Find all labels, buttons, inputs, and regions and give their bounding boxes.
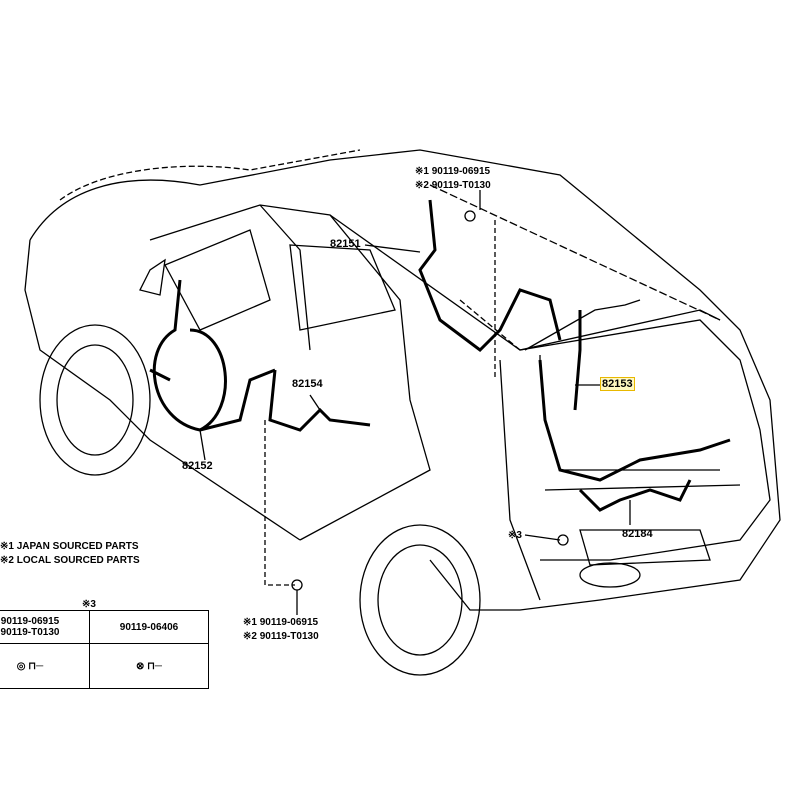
floor-bolt-part-1: ※1 90119-06915: [243, 617, 319, 628]
ref-3-callout: ※3: [508, 530, 522, 541]
table-col-2: 90119-06406: [89, 610, 209, 644]
table-part-t0130: 90119-T0130: [0, 627, 60, 638]
part-label-82153[interactable]: 82153: [600, 377, 635, 391]
part-label-82184[interactable]: 82184: [622, 528, 653, 540]
part-label-82152[interactable]: 82152: [182, 460, 213, 472]
bolt-icon-2: ⊗ ⊓─: [89, 643, 209, 689]
legend-local-sourced: ※2 LOCAL SOURCED PARTS: [0, 555, 140, 566]
floor-bolt-part-2: ※2 90119-T0130: [243, 631, 319, 642]
part-label-82154[interactable]: 82154: [292, 378, 323, 390]
part-label-82151[interactable]: 82151: [330, 238, 361, 250]
bolt-icon-1: ◎ ⊓─: [0, 643, 90, 689]
bolt-parts-table: 90119-06915 90119-T0130 90119-06406 ◎ ⊓─…: [0, 610, 209, 689]
table-part-06915: 90119-06915: [0, 616, 60, 627]
table-col-1: 90119-06915 90119-T0130: [0, 610, 90, 644]
table-title: ※3: [82, 599, 96, 610]
roof-bolt-part-2: ※2 90119-T0130: [415, 180, 491, 191]
roof-bolt-part-1: ※1 90119-06915: [415, 166, 491, 177]
legend-japan-sourced: ※1 JAPAN SOURCED PARTS: [0, 541, 139, 552]
